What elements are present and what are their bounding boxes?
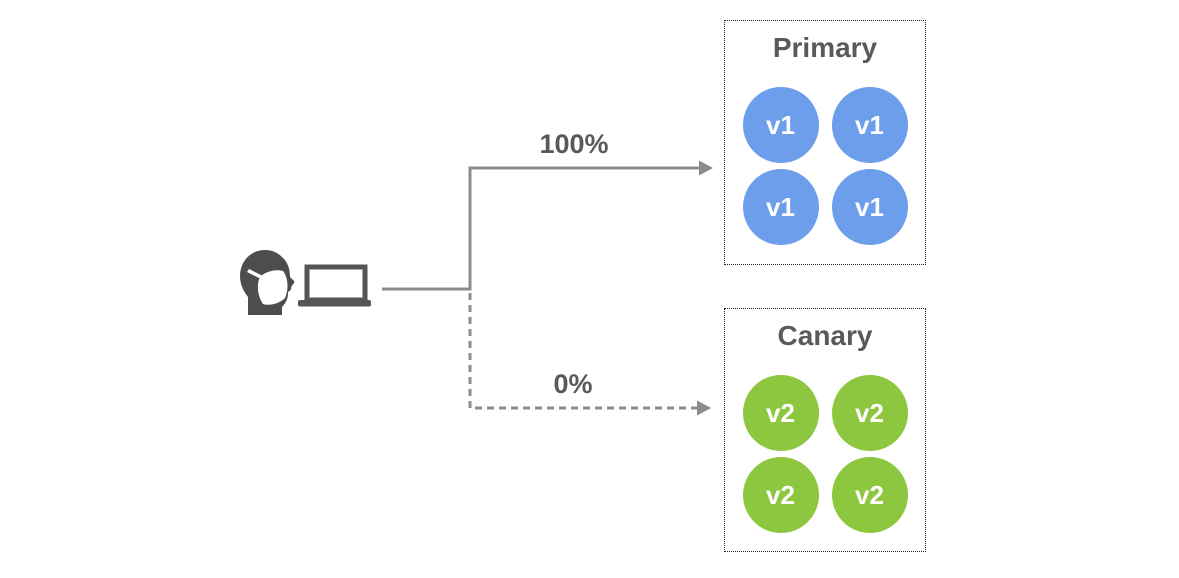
traffic-label-primary: 100% bbox=[539, 129, 609, 159]
canary-group-box: Canary v2 v2 v2 v2 bbox=[724, 308, 926, 552]
canary-node: v2 bbox=[742, 375, 819, 451]
laptop-icon bbox=[298, 264, 371, 307]
primary-node: v1 bbox=[742, 87, 819, 163]
primary-node: v1 bbox=[831, 87, 908, 163]
traffic-label-canary: 0% bbox=[553, 369, 593, 399]
canary-node: v2 bbox=[831, 457, 908, 533]
dashed-arrowhead-icon bbox=[697, 400, 711, 416]
person-mask-icon bbox=[240, 250, 295, 315]
canary-node: v2 bbox=[742, 457, 819, 533]
primary-node: v1 bbox=[742, 169, 819, 245]
primary-group-box: Primary v1 v1 v1 v1 bbox=[724, 20, 926, 265]
primary-node: v1 bbox=[831, 169, 908, 245]
solid-route-line bbox=[382, 160, 713, 291]
solid-arrowhead-icon bbox=[699, 160, 713, 176]
canary-group-title: Canary bbox=[777, 320, 873, 351]
primary-node-grid: v1 v1 v1 v1 bbox=[742, 87, 908, 245]
canary-node: v2 bbox=[831, 375, 908, 451]
canary-node-grid: v2 v2 v2 v2 bbox=[742, 375, 908, 533]
primary-group-title: Primary bbox=[772, 32, 878, 63]
